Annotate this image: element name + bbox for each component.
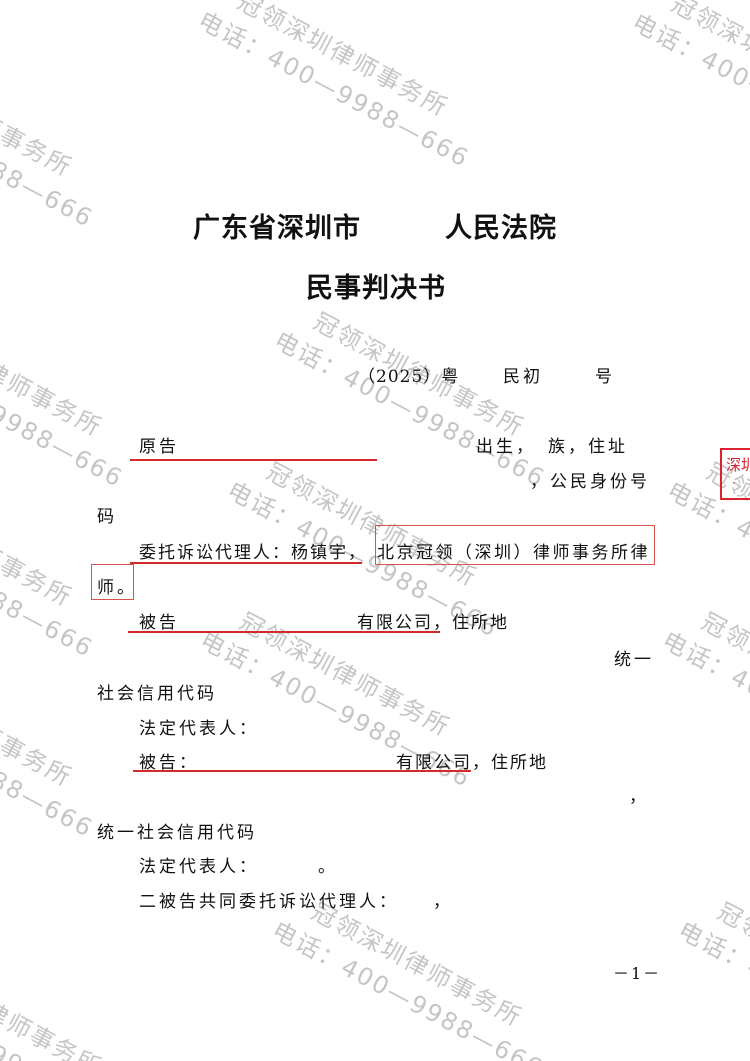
agent-law-firm: 北京冠领（深圳）律师事务所律 (377, 543, 650, 563)
defendant1-company: 有限公司，住所地 (357, 613, 509, 633)
defendant1-legal-rep: 法定代表人： (139, 719, 259, 739)
court-seal-stamp: 深圳 · (720, 448, 750, 500)
plaintiff-id-label: ，公民身份号 (530, 472, 650, 492)
plaintiff-birth: 出生， (476, 437, 536, 457)
plaintiff-label: 原告 (139, 437, 179, 457)
defendant2-credit: 统一社会信用代码 (97, 823, 257, 843)
case-number-middle: 民初 (503, 367, 543, 387)
watermark: 冠领深圳律师事务所电话：400—9988—666 (0, 657, 99, 844)
law-firm-end-highlight-box (91, 564, 134, 600)
defendant1-label: 被告 (139, 613, 179, 633)
case-number-year: （2025）粤 (358, 367, 460, 387)
court-name-suffix: 人民法院 (445, 213, 557, 244)
court-name-prefix: 广东省深圳市 (193, 213, 361, 244)
defendant2-comma: ， (629, 787, 649, 807)
plaintiff-id-continuation: 码 (97, 507, 117, 527)
agent-underline (130, 562, 362, 564)
watermark: 冠领深圳律师事务所电话：400—9988—666 (627, 0, 750, 176)
joint-agent-label: 二被告共同委托诉讼代理人： (139, 892, 399, 912)
watermark: 冠领深圳律师事务所电话：400—9988—666 (0, 47, 99, 234)
watermark: 冠领深圳律师事务所电话：400—9988—666 (0, 307, 129, 494)
agent-law-firm-end: 师。 (97, 578, 137, 598)
defendant2-legal-rep-end: 。 (318, 857, 338, 877)
watermark: 冠领深圳律师事务所电话：400—9988—666 (0, 947, 129, 1061)
watermark: 冠领深圳律师事务所电话：400—9988—666 (673, 897, 750, 1061)
watermark: 冠领深圳律师事务所电话：400—9988—666 (0, 477, 99, 664)
defendant1-credit-continuation: 社会信用代码 (97, 684, 217, 704)
defendant2-company: 有限公司，住所地 (396, 753, 548, 773)
case-number-end: 号 (595, 367, 615, 387)
document-type-title: 民事判决书 (306, 273, 446, 304)
defendant2-legal-rep: 法定代表人： (139, 857, 259, 877)
law-firm-highlight-box (375, 525, 655, 565)
defendant1-underline (128, 631, 440, 633)
watermark: 冠领深圳律师事务所电话：400—9988—666 (657, 607, 750, 794)
plaintiff-ethnicity-address: 族，住址 (548, 437, 628, 457)
defendant2-label: 被告： (139, 753, 199, 773)
defendant1-credit: 统一 (614, 650, 654, 670)
joint-agent-comma: ， (433, 892, 453, 912)
watermark: 冠领深圳律师事务所电话：400—9988—666 (269, 307, 551, 494)
watermark: 冠领深圳律师事务所电话：400—9988—666 (193, 0, 475, 174)
plaintiff-underline (130, 459, 377, 461)
plaintiff-agent: 委托诉讼代理人：杨镇宇， (139, 543, 367, 563)
defendant2-underline (133, 770, 471, 772)
page-number: －1－ (613, 964, 662, 983)
